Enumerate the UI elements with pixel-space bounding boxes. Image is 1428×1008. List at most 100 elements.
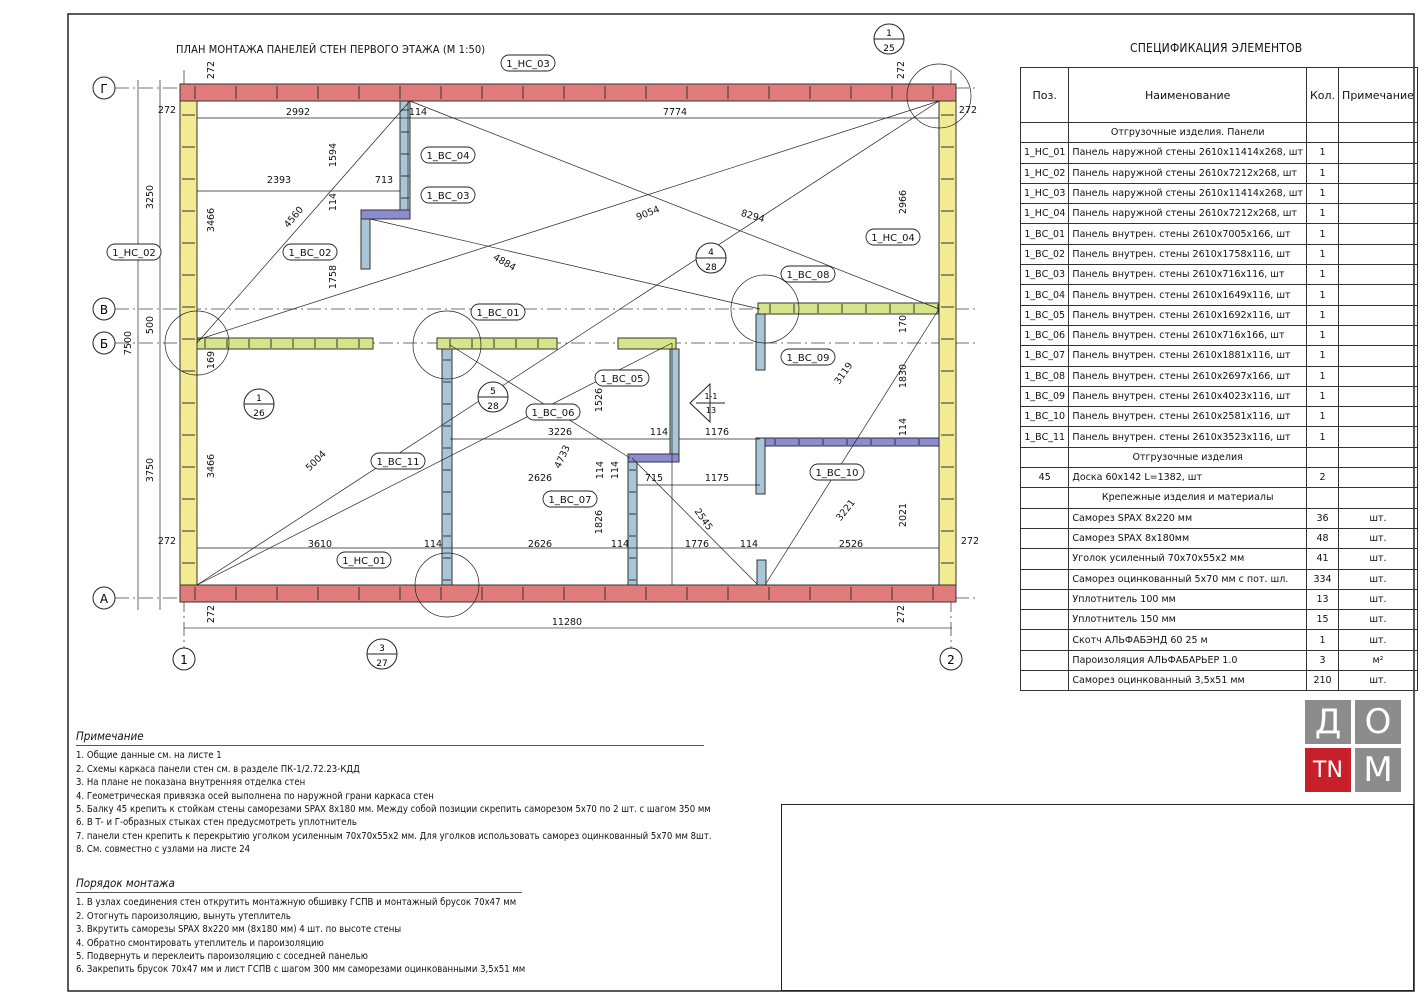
spec-qty: 1 [1305,162,1340,184]
wall-tag-nc01: 1_НС_01 [336,551,392,569]
spec-note: шт. [1338,548,1418,570]
dim-label: 272 [961,536,979,547]
callout-bottom: 26 [253,409,265,419]
wall-tag-bc03: 1_ВС_03 [420,186,476,204]
spec-section-row: Отгрузочные изделия [1019,446,1418,469]
callout-top: 4 [708,248,714,258]
tag-box [780,348,836,366]
dim-label: 4884 [491,252,517,274]
spec-name: Саморез оцинкованный 5х70 мм с пот. шл. [1068,568,1307,590]
tag-label: 1_НС_01 [342,556,386,567]
spec-qty: 210 [1305,670,1340,692]
diagonal-line [409,100,940,310]
spec-section-row: Отгрузочные изделия. Панели [1019,121,1418,144]
spec-pos [1019,670,1070,692]
tag-box [420,146,476,164]
dim-label: 715 [645,473,663,484]
spec-name: Панель внутрен. стены 2610х7005х166, шт [1068,223,1307,245]
mount-step: 3. Вкрутить саморезы SPAX 8х220 мм (8х18… [76,924,402,936]
spec-note [1338,426,1418,448]
spec-name: Панель внутрен. стены 2610х2697х166, шт [1068,365,1307,387]
dim-label: 1758 [328,265,339,289]
spec-qty: 1 [1305,324,1340,347]
note-item: 7. панели стен крепить к перекрытию угол… [76,830,712,842]
spec-note: шт. [1338,507,1418,529]
spec-section-row: Крепежные изделия и материалы [1019,487,1418,509]
tag-box [865,228,921,246]
spec-name: Саморез оцинкованный 3,5х51 мм [1068,670,1307,692]
logo-tile-o: О [1355,700,1401,744]
callout-bottom: 28 [705,263,717,273]
spec-note [1338,182,1418,205]
spec-pos: 1_НС_03 [1019,182,1070,205]
tag-box [809,463,865,481]
wall-stub [756,559,767,586]
callout-bottom: 25 [883,44,894,54]
spec-table: Поз. Наименование Кол. Примечание Отгруз… [1019,67,1418,692]
dim-label: 11280 [552,617,582,628]
dim-label: 170 [898,315,909,333]
dim-label: 114 [328,193,339,211]
spec-pos: 1_ВС_01 [1019,223,1070,245]
tag-label: 1_НС_04 [871,233,915,244]
mount-step: 6. Закрепить брусок 70х47 мм и лист ГСПВ… [76,964,526,976]
spec-name: Уплотнитель 100 мм [1068,588,1307,611]
spec-name: Панель наружной стены 2610х11414х268, шт [1068,182,1307,205]
note-item: 5. Балку 45 крепить к стойкам стены само… [76,804,711,816]
dim-label: 713 [375,175,393,186]
spec-qty: 1 [1305,629,1340,651]
dim-label: 114 [611,539,629,550]
spec-pos: 1_НС_01 [1019,142,1070,164]
dim-label: 114 [424,539,442,550]
dim-label: 3119 [833,361,856,387]
axis-col-1: 1 [172,647,196,671]
callout-top: 1-1 [704,392,717,401]
wall-tag-bc02: 1_ВС_02 [282,243,338,261]
callout-1-25: 125 [873,23,905,55]
spec-name: Уголок усиленный 70х70х55х2 мм [1068,548,1307,570]
dim-label: 169 [206,351,217,369]
wall-bc08 [757,302,940,315]
spec-qty: 1 [1305,385,1340,408]
col-name: Наименование [1068,67,1307,123]
callout-top: 3 [379,644,385,654]
spec-name: Панель наружной стены 2610х7212х268, шт [1068,203,1307,225]
spec-name: Уплотнитель 150 мм [1068,609,1307,631]
dim-label: 272 [959,105,977,116]
wall-nc03 [179,83,957,102]
tag-label: 1_ВС_03 [427,191,470,202]
detail-circle [164,310,230,376]
spec-note [1338,324,1418,347]
tag-label: 1_ВС_08 [787,270,830,281]
mount-block: Порядок монтажа 1. В узлах соединения ст… [76,876,526,977]
spec-note: шт. [1338,670,1418,692]
tag-label: 1_ВС_06 [532,408,575,419]
dim-label: 3466 [206,208,217,232]
callout-bottom: 28 [487,402,499,412]
spec-note: шт. [1338,609,1418,631]
note-item: 8. См. совместно с узлами на листе 24 [76,844,251,856]
dim-label: 3250 [145,185,156,209]
detail-circle [906,63,972,129]
axis-row-b: Б [92,331,116,355]
wall-nc02 [179,100,198,586]
spec-qty: 1 [1305,284,1340,306]
dim-label: 3226 [548,427,572,438]
spec-qty: 334 [1305,568,1340,590]
spec-note [1338,162,1418,184]
wall-nc01 [179,584,957,603]
spec-name: Панель внутрен. стены 2610х716х116, шт [1068,264,1307,286]
dim-label: 2393 [267,175,291,186]
spec-note: шт. [1338,568,1418,590]
